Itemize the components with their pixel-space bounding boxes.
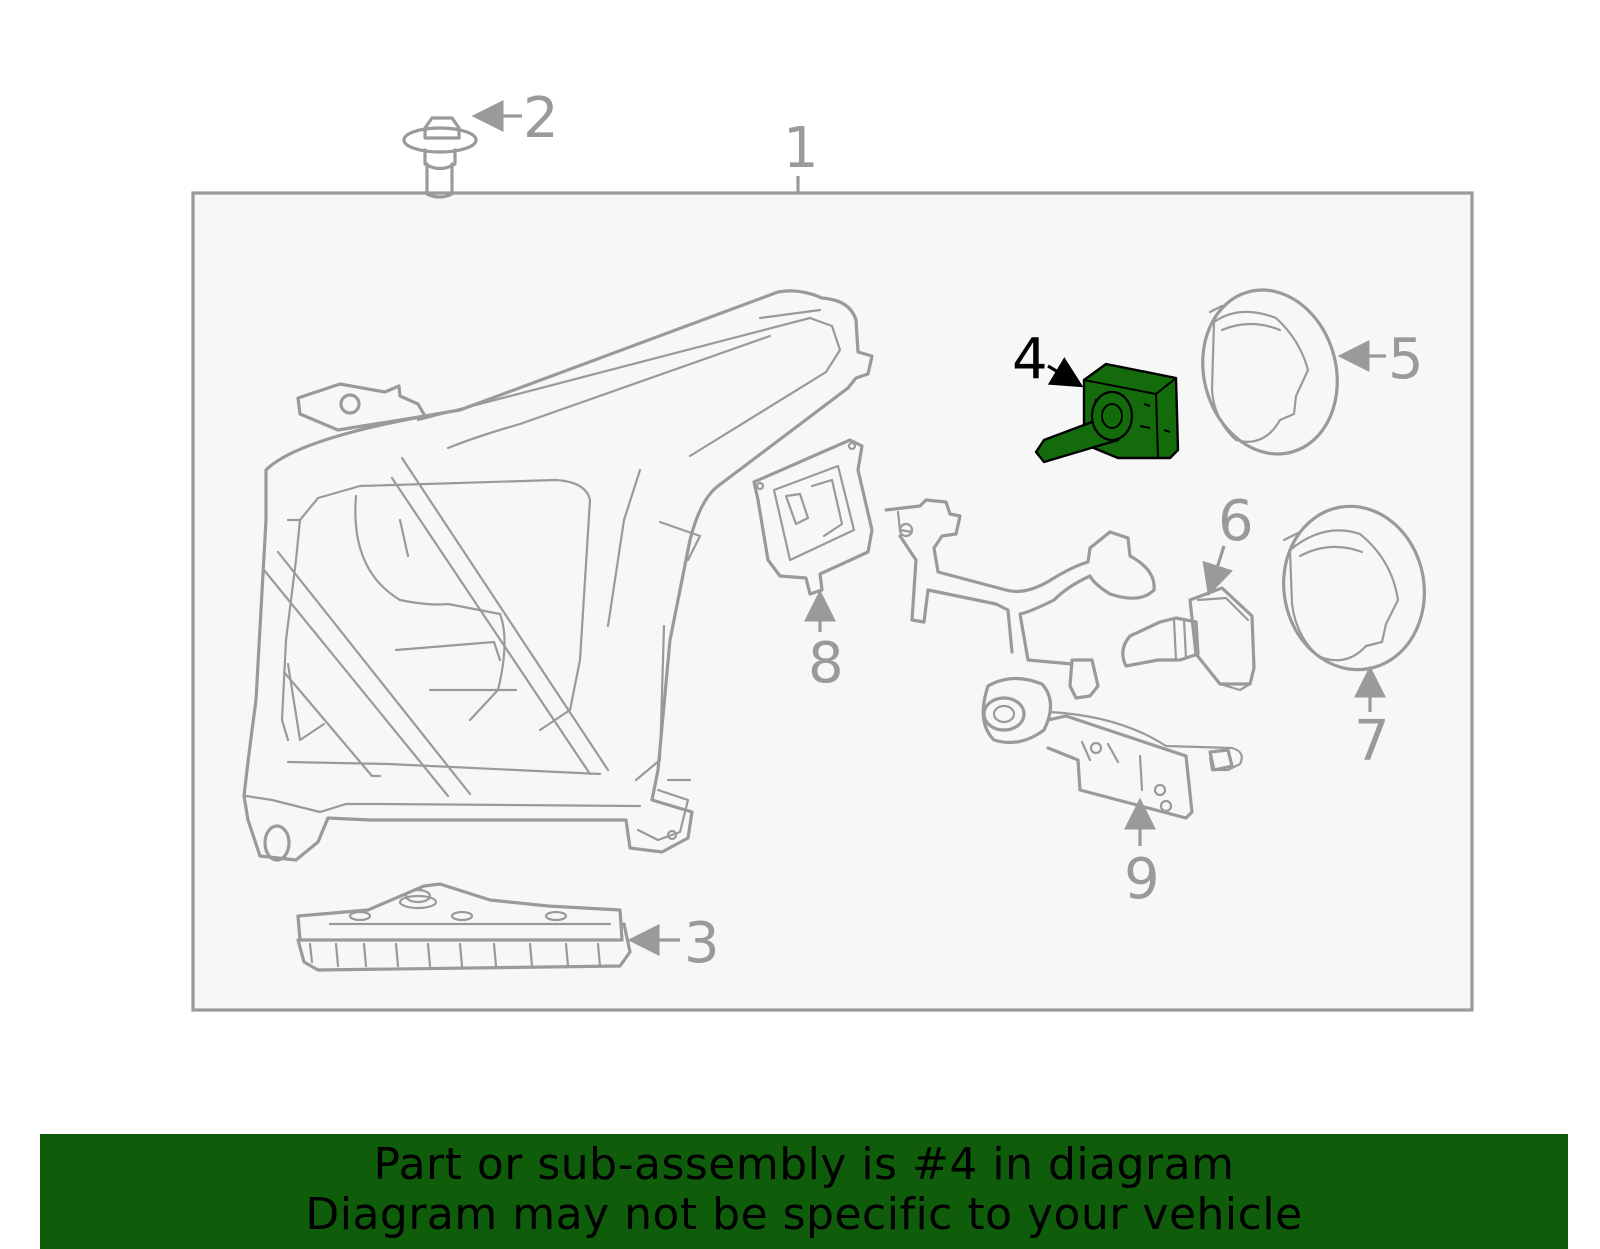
- callout-6-label[interactable]: 6: [1218, 489, 1254, 554]
- info-banner: Part or sub-assembly is #4 in diagram Di…: [40, 1134, 1568, 1249]
- banner-line-1: Part or sub-assembly is #4 in diagram: [373, 1139, 1235, 1190]
- part-4-bulb-socket[interactable]: [1034, 362, 1180, 464]
- callout-8-label[interactable]: 8: [808, 631, 844, 696]
- part-9-wiring-harness[interactable]: [884, 498, 1243, 820]
- part-8-control-module[interactable]: [752, 438, 874, 596]
- callout-7-label[interactable]: 7: [1354, 709, 1390, 774]
- callout-3-label[interactable]: 3: [684, 911, 720, 976]
- banner-line-2: Diagram may not be specific to your vehi…: [305, 1189, 1303, 1240]
- headlamp-housing[interactable]: [242, 289, 874, 862]
- callout-4-leader: [1047, 357, 1084, 388]
- callout-1-label[interactable]: 1: [783, 116, 819, 181]
- callout-4-label[interactable]: 4: [1012, 327, 1048, 392]
- part-2-bolt[interactable]: [402, 116, 478, 199]
- callout-5-label[interactable]: 5: [1388, 327, 1424, 392]
- assembly-box: [191, 191, 1474, 1012]
- callout-6-leader: [1202, 545, 1234, 597]
- part-3-trim-strip[interactable]: [296, 882, 632, 972]
- callout-2-label[interactable]: 2: [523, 86, 559, 151]
- part-5-dust-cap[interactable]: [1185, 275, 1355, 470]
- callout-9-label[interactable]: 9: [1124, 847, 1160, 912]
